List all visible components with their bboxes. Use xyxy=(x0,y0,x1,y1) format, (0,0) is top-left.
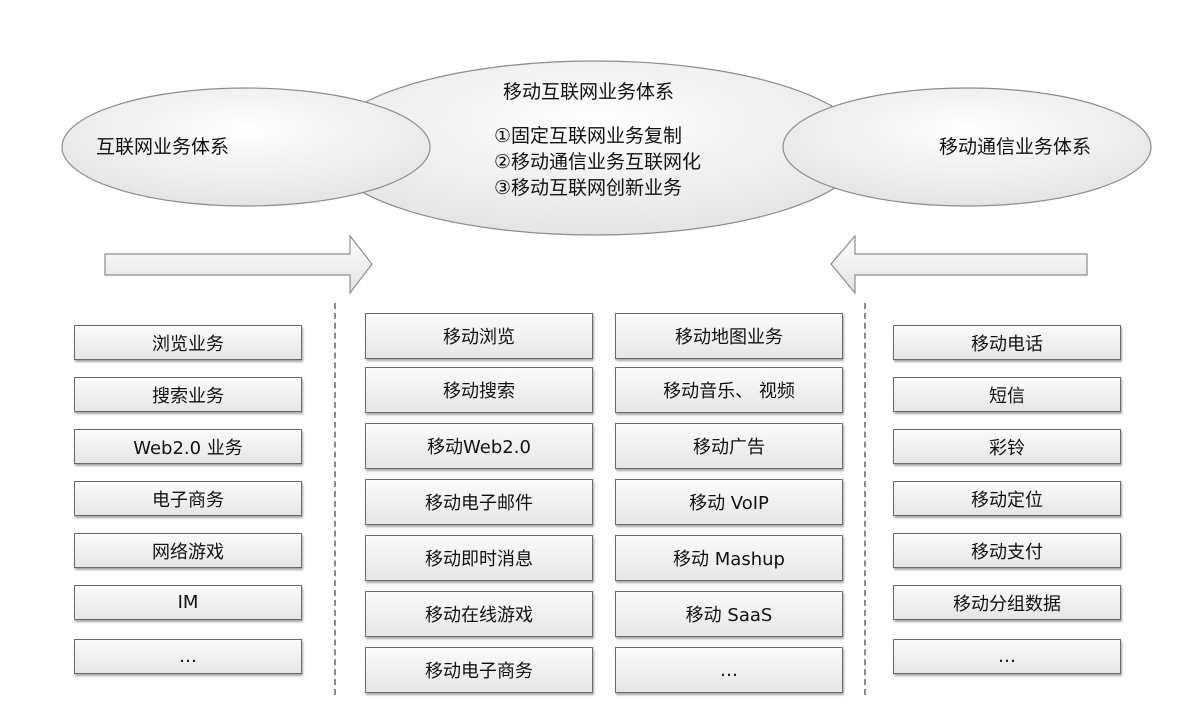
service-box: 移动音乐、 视频 xyxy=(615,367,843,413)
service-box: 移动Web2.0 xyxy=(365,423,593,469)
service-box: 移动 VoIP xyxy=(615,479,843,525)
right-system-title: 移动通信业务体系 xyxy=(939,136,1092,158)
center-system-title: 移动互联网业务体系 xyxy=(503,81,675,103)
service-box: 移动广告 xyxy=(615,423,843,469)
service-box: … xyxy=(74,639,302,674)
service-box: 移动 SaaS xyxy=(615,591,843,637)
service-box: … xyxy=(615,647,843,693)
left-arrow-icon xyxy=(830,234,1088,295)
left-system-title: 互联网业务体系 xyxy=(96,136,230,158)
service-box: 移动 Mashup xyxy=(615,535,843,581)
right-arrow-icon xyxy=(104,234,373,295)
service-box: 短信 xyxy=(893,377,1121,412)
service-box: 彩铃 xyxy=(893,429,1121,464)
service-box: 移动地图业务 xyxy=(615,313,843,359)
left-ellipse xyxy=(61,87,431,207)
service-box: 移动浏览 xyxy=(365,313,593,359)
center-point-1: ①固定互联网业务复制 xyxy=(494,125,683,147)
service-box: Web2.0 业务 xyxy=(74,429,302,464)
service-box: IM xyxy=(74,585,302,620)
left-divider xyxy=(334,303,336,695)
service-box: 移动定位 xyxy=(893,481,1121,516)
service-box: 浏览业务 xyxy=(74,325,302,360)
service-box: 移动在线游戏 xyxy=(365,591,593,637)
service-box: 移动电话 xyxy=(893,325,1121,360)
service-box: … xyxy=(893,639,1121,674)
service-box: 移动搜索 xyxy=(365,367,593,413)
right-ellipse xyxy=(782,87,1152,207)
service-box: 移动电子商务 xyxy=(365,647,593,693)
center-point-3: ③移动互联网创新业务 xyxy=(494,177,683,199)
right-divider xyxy=(864,303,866,695)
service-box: 移动即时消息 xyxy=(365,535,593,581)
service-box: 搜索业务 xyxy=(74,377,302,412)
service-box: 移动电子邮件 xyxy=(365,479,593,525)
service-box: 移动支付 xyxy=(893,533,1121,568)
center-point-2: ②移动通信业务互联网化 xyxy=(494,151,702,173)
service-box: 移动分组数据 xyxy=(893,585,1121,620)
service-box: 电子商务 xyxy=(74,481,302,516)
service-box: 网络游戏 xyxy=(74,533,302,568)
